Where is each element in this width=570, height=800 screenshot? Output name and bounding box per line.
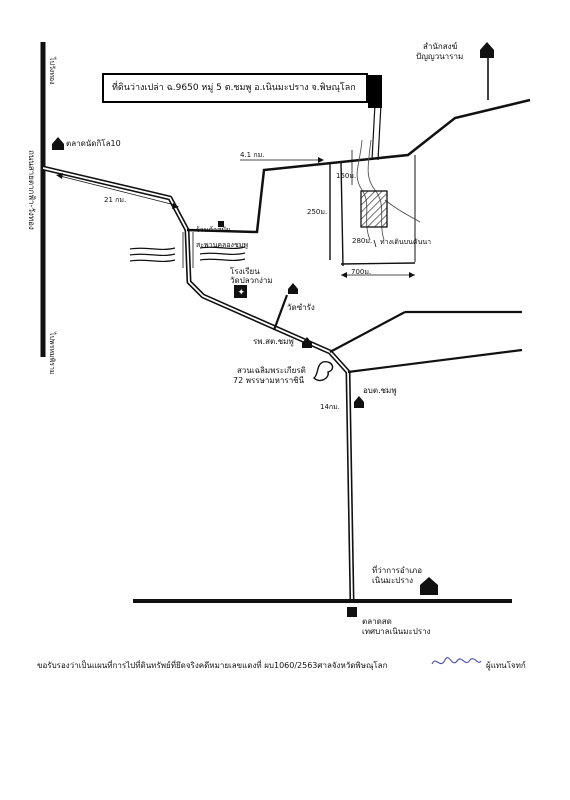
dist-250-label: 250ม. [307, 208, 328, 216]
market-fresh-icon [347, 607, 357, 617]
main-road-inner [42, 167, 353, 601]
district-label: ที่ว่าการอำเภอ [372, 566, 422, 575]
market-km10-label: ตลาดนัดกิโล10 [66, 139, 121, 148]
wat-label: วัดซำรัง [287, 303, 315, 312]
dist-14-label: 14กม. [320, 403, 340, 411]
lane-bottom [340, 262, 416, 265]
title-leader2 [377, 103, 382, 161]
lane-east [340, 161, 344, 267]
title-tab [368, 75, 382, 108]
land-plot [360, 190, 388, 228]
fresh-market-label-2: เทศบาลเนินมะปราง [362, 627, 431, 636]
park-label: สวนเฉลิมพระเกียรติ [237, 366, 306, 375]
certification-text: ขอรับรองว่าเป็นแผนที่การไปที่ดินทรัพย์ที… [37, 661, 388, 670]
river-3 [129, 258, 246, 263]
dist-280-label: 280ม. [352, 237, 373, 245]
school-icon: ✦ [234, 285, 247, 298]
signer-role: ผู้แทนโจทก์ [486, 661, 526, 670]
title-leader [371, 103, 376, 161]
walkway-label: ทางเดินบนคันนา [380, 238, 432, 246]
school-label-2: วัดปลวกง่าม [230, 276, 273, 285]
dist-150-label: 150ม. [336, 172, 357, 180]
school-label: โรงเรียน [230, 267, 260, 276]
hospital-icon [302, 337, 312, 348]
river-2 [129, 252, 246, 257]
park-icon [312, 361, 334, 382]
dist-21-label: 21 กม. [104, 196, 127, 204]
river-1 [129, 246, 246, 251]
temple-icon [480, 42, 494, 58]
shop-icon [218, 221, 224, 227]
arrow-280 [373, 239, 377, 248]
road-east [347, 348, 523, 374]
property-title: ที่ดินว่างเปล่า ฉ.9650 หมู่ 5 ต.ชมพู อ.เ… [102, 73, 368, 103]
bridge-label: สะพานคลองชมพู [196, 241, 248, 249]
dist-41-label: 4.1 กม. [240, 151, 265, 159]
signature [431, 657, 482, 665]
arrow-21 [59, 175, 176, 206]
market-icon [52, 137, 64, 150]
road-wat [272, 294, 289, 331]
obt-label: อบต.ชมพู [363, 386, 397, 395]
temple-label-2: ปัญญวนาราม [416, 52, 464, 61]
district-icon [420, 577, 438, 595]
svg-text:✦: ✦ [238, 288, 246, 298]
north-road [186, 98, 531, 234]
fresh-market-label: ตลาดสด [362, 617, 392, 626]
district-label-2: เนินมะปราง [372, 576, 414, 585]
wat-icon [288, 283, 298, 294]
park-label-2: 72 พรรษามหาราชินี [233, 376, 305, 385]
hospital-label: รพ.สต.ชมพู [253, 337, 294, 346]
obt-icon [354, 396, 364, 408]
to-phrom-label: ไปพรหมพิราม [48, 332, 56, 375]
road-ne [329, 311, 406, 353]
highway-label: ถนนสายตากฟ้า-วังทอง [27, 150, 36, 230]
to-wang-label: ไปวังทอง [48, 57, 56, 85]
dist-700-label: 700ม. [351, 268, 372, 276]
temple-label: สำนักสงฆ์ [423, 42, 458, 51]
shop-label: ร้านค้าสมัย [196, 226, 231, 234]
creek-branch [384, 199, 421, 223]
